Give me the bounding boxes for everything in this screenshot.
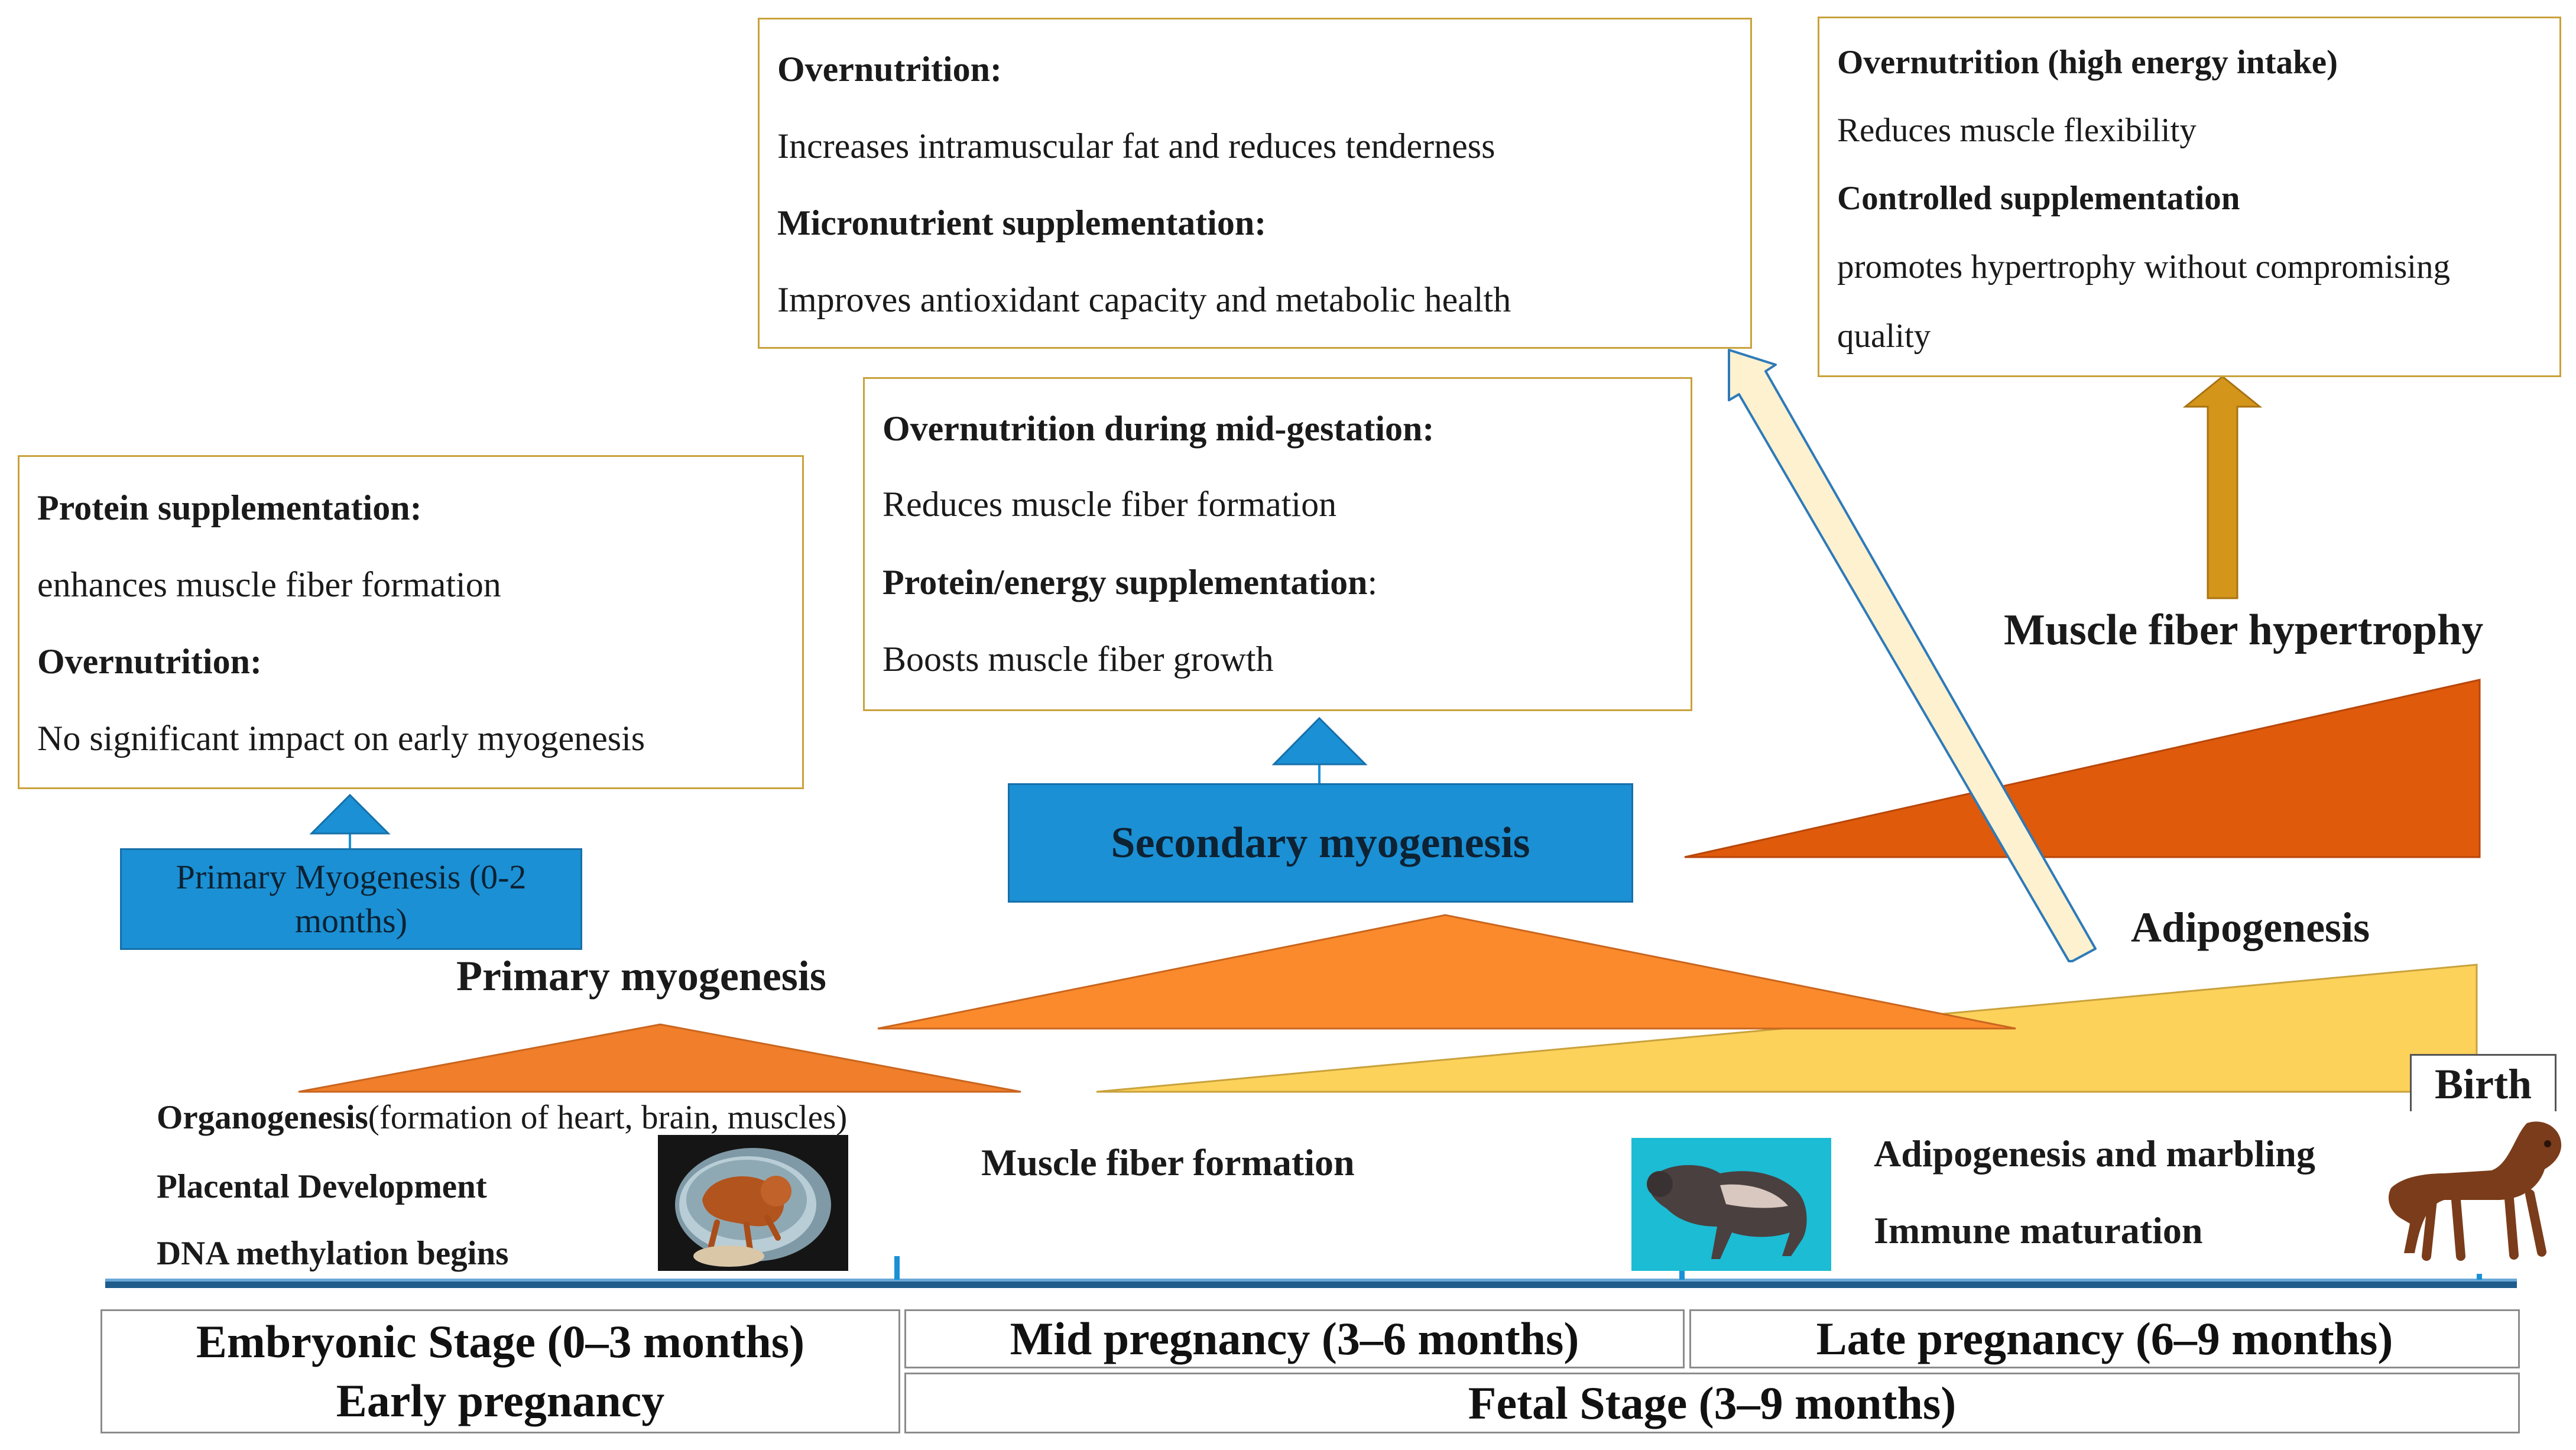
stage-late-pregnancy-label: Late pregnancy (6–9 months) <box>1816 1313 2393 1364</box>
muscle-fiber-event: Muscle fiber formation <box>981 1141 1355 1183</box>
stage-embryonic-label: Embryonic Stage (0–3 months) <box>196 1316 805 1367</box>
primary-myogenesis-triangle <box>298 1023 1021 1093</box>
early-text-protein: enhances muscle fiber formation <box>37 565 501 604</box>
dna-methylation-event: DNA methylation begins <box>157 1235 509 1272</box>
hypertrophy-wedge <box>1684 679 2481 858</box>
mid-heading-supplementation: Protein/energy supplementation: <box>883 562 1377 603</box>
late-text-overnutrition: Increases intramuscular fat and reduces … <box>777 126 1495 166</box>
mid-effects-box: Overnutrition during mid-gestation: Redu… <box>863 377 1692 711</box>
embryo-photo <box>658 1135 848 1271</box>
calf-photo <box>2373 1111 2568 1274</box>
birth-label-text: Birth <box>2434 1060 2532 1108</box>
primary-up-arrow <box>309 793 391 835</box>
stage-fetal: Fetal Stage (3–9 months) <box>904 1373 2520 1433</box>
mid-heading-supplementation-label: Protein/energy supplementation <box>883 563 1368 602</box>
hypertrophy-text-quality: quality <box>1837 317 1931 355</box>
organogenesis-event-detail: (formation of heart, brain, muscles) <box>368 1099 848 1136</box>
late-effects-box: Overnutrition: Increases intramuscular f… <box>758 18 1752 349</box>
primary-myogenesis-label: Primary myogenesis <box>456 952 826 1000</box>
primary-myogenesis-box-label: Primary Myogenesis (0-2 months) <box>176 858 527 940</box>
early-heading-protein: Protein supplementation: <box>37 488 422 527</box>
organogenesis-event-label: Organogenesis <box>157 1099 368 1136</box>
primary-myogenesis-box: Primary Myogenesis (0-2 months) <box>120 848 582 950</box>
mid-text-overnutrition: Reduces muscle fiber formation <box>883 485 1337 524</box>
stage-mid-pregnancy-label: Mid pregnancy (3–6 months) <box>1010 1313 1579 1364</box>
hypertrophy-text-overnutrition: Reduces muscle flexibility <box>1837 112 2197 149</box>
adipogenesis-to-late-arrow <box>1728 349 2097 962</box>
late-heading-overnutrition: Overnutrition: <box>777 50 1002 89</box>
early-heading-overnutrition: Overnutrition: <box>37 642 262 681</box>
marbling-event: Adipogenesis and marbling <box>1874 1133 2315 1175</box>
late-text-micronutrient: Improves antioxidant capacity and metabo… <box>777 280 1511 319</box>
fetus-photo <box>1631 1138 1831 1271</box>
hypertrophy-effects-box: Overnutrition (high energy intake) Reduc… <box>1818 17 2561 377</box>
hypertrophy-heading-overnutrition: Overnutrition (high energy intake) <box>1837 44 2338 81</box>
hypertrophy-up-arrow <box>2182 375 2263 599</box>
mid-text-supplementation: Boosts muscle fiber growth <box>883 640 1274 679</box>
stage-fetal-label: Fetal Stage (3–9 months) <box>1468 1377 1957 1429</box>
timeline-axis-highlight <box>105 1279 2517 1282</box>
early-effects-box: Protein supplementation: enhances muscle… <box>18 455 804 789</box>
early-text-overnutrition: No significant impact on early myogenesi… <box>37 719 645 758</box>
secondary-myogenesis-triangle <box>877 914 2016 1030</box>
tick-mid <box>894 1256 900 1280</box>
secondary-myogenesis-box-label: Secondary myogenesis <box>1111 818 1530 867</box>
mid-heading-supplementation-colon: : <box>1367 563 1378 602</box>
adipogenesis-label: Adipogenesis <box>2131 904 2370 951</box>
stage-early-pregnancy-label: Early pregnancy <box>336 1375 665 1426</box>
hypertrophy-heading-controlled: Controlled supplementation <box>1837 180 2240 217</box>
stage-embryonic: Embryonic Stage (0–3 months) Early pregn… <box>100 1309 900 1433</box>
late-heading-micronutrient: Micronutrient supplementation: <box>777 203 1267 242</box>
secondary-myogenesis-box: Secondary myogenesis <box>1008 783 1633 903</box>
birth-label: Birth <box>2410 1054 2556 1114</box>
mid-heading-overnutrition: Overnutrition during mid-gestation: <box>883 409 1435 448</box>
immune-event: Immune maturation <box>1874 1209 2203 1251</box>
stage-mid-pregnancy: Mid pregnancy (3–6 months) <box>904 1309 1685 1368</box>
hypertrophy-text-controlled: promotes hypertrophy without compromisin… <box>1837 248 2450 286</box>
stage-late-pregnancy: Late pregnancy (6–9 months) <box>1689 1309 2520 1368</box>
secondary-up-arrow <box>1271 716 1368 765</box>
hypertrophy-label: Muscle fiber hypertrophy <box>2004 606 2484 654</box>
placental-event: Placental Development <box>157 1168 487 1205</box>
organogenesis-event: Organogenesis(formation of heart, brain,… <box>157 1098 847 1137</box>
